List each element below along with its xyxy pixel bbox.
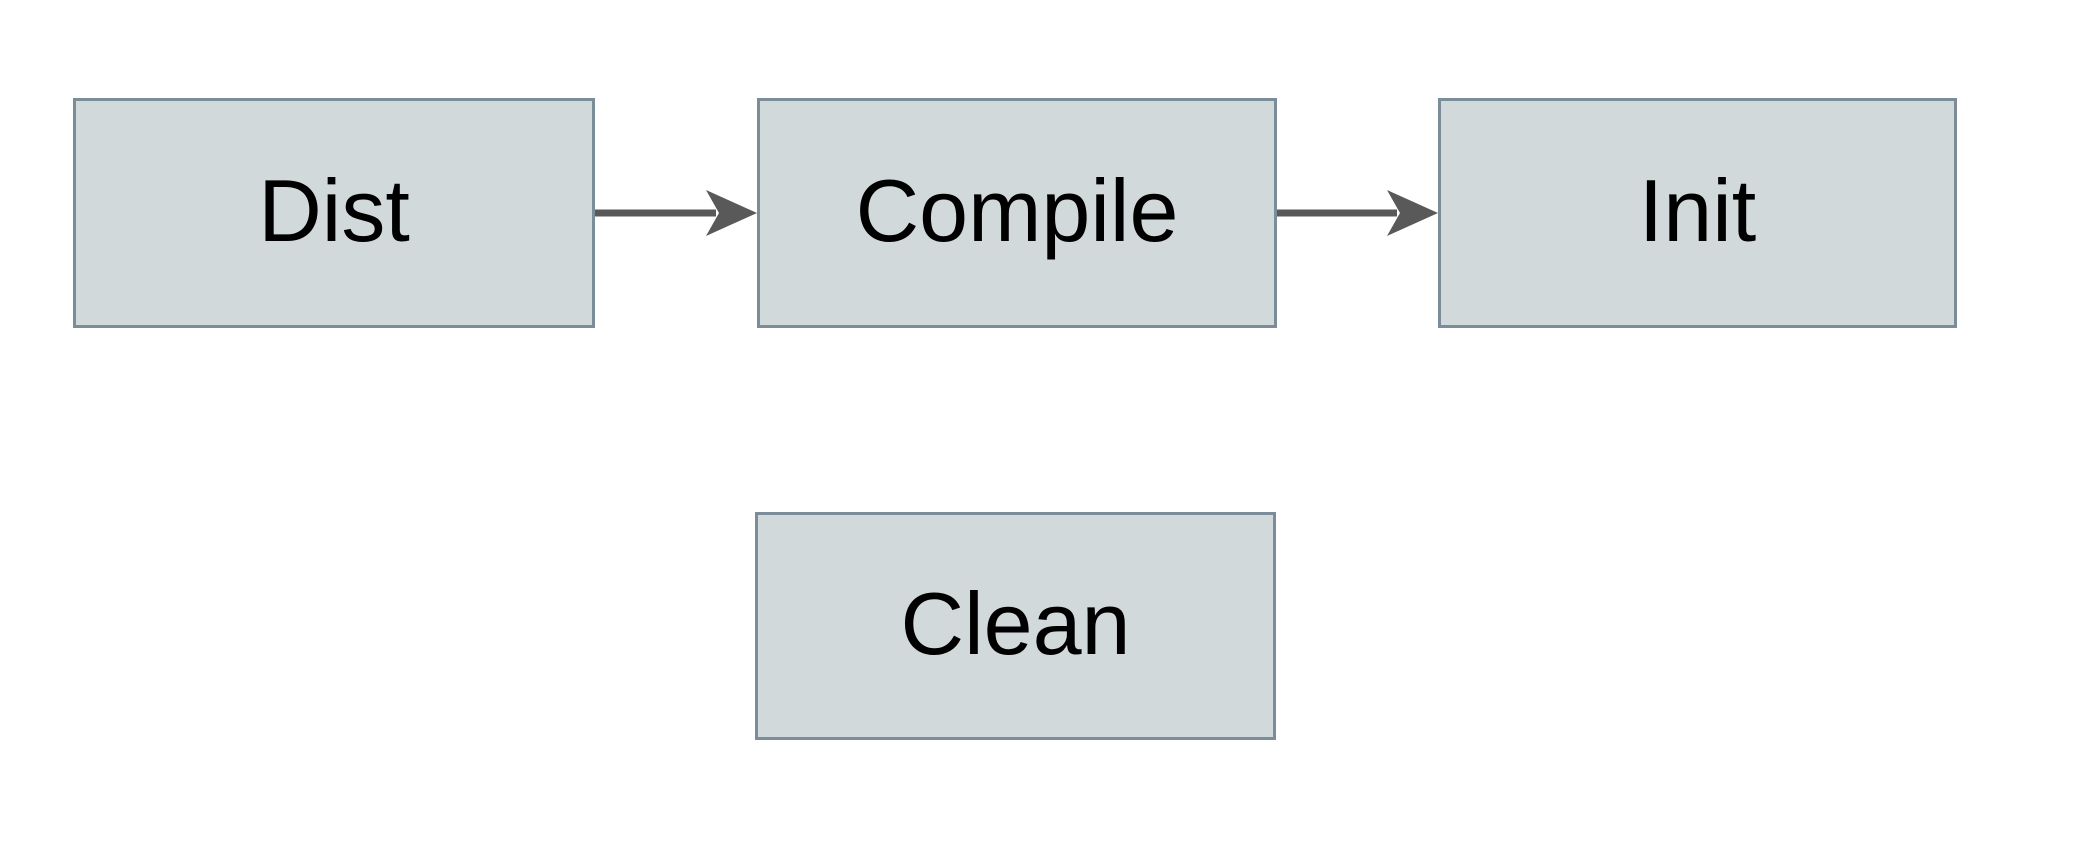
node-compile-label: Compile [855, 161, 1179, 260]
node-clean[interactable]: Clean [755, 512, 1276, 740]
arrow-compile-to-init[interactable] [1277, 190, 1438, 236]
node-clean-label: Clean [900, 574, 1131, 673]
arrowhead-right-icon [706, 190, 757, 236]
node-init-label: Init [1638, 161, 1757, 260]
node-compile[interactable]: Compile [757, 98, 1277, 328]
node-init[interactable]: Init [1438, 98, 1957, 328]
node-dist[interactable]: Dist [73, 98, 595, 328]
arrowhead-right-icon [1387, 190, 1438, 236]
arrow-dist-to-compile[interactable] [595, 190, 757, 236]
node-dist-label: Dist [258, 161, 410, 260]
